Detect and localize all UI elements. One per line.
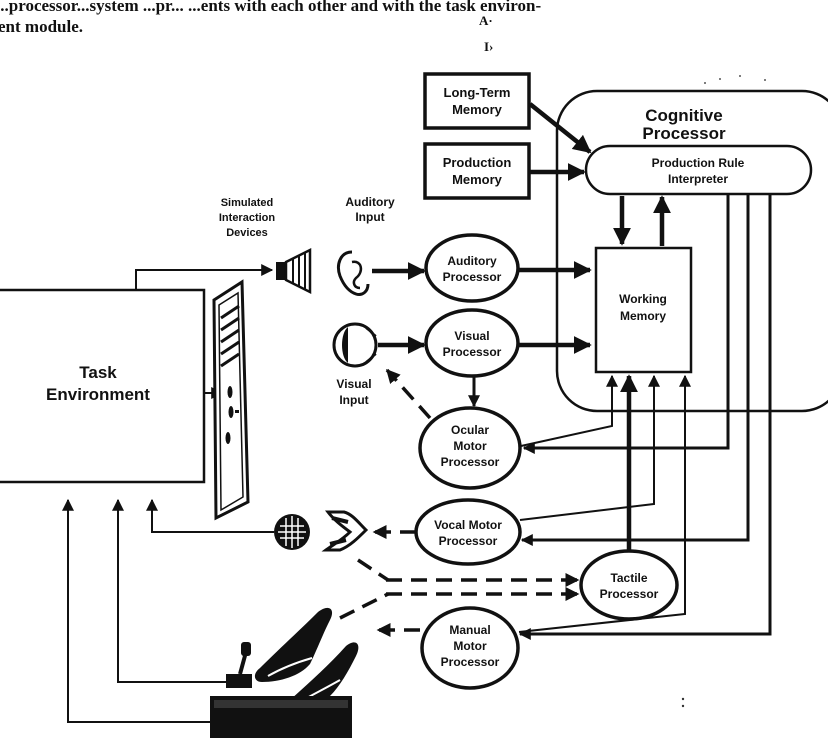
vocal-motor-processor — [414, 498, 522, 566]
ocular-label-3: Processor — [441, 455, 500, 469]
ltm-label-1: Long-Term — [444, 85, 511, 100]
hands-icon — [254, 607, 359, 711]
speaker-icon — [276, 247, 312, 295]
ocular-label-1: Ocular — [451, 423, 489, 437]
pm-label-1: Production — [443, 155, 512, 170]
microphone-icon — [274, 514, 310, 550]
keyboard-icon — [210, 696, 352, 738]
devices-label-2: Interaction — [219, 212, 276, 224]
caption-line-2: ent module. — [0, 17, 83, 36]
hands-feedback-line — [339, 592, 389, 620]
eye-icon — [332, 322, 378, 368]
task-label-1: Task — [79, 363, 117, 382]
devices-label-3: Devices — [226, 227, 268, 239]
task-environment-box — [0, 288, 206, 484]
auditory-input-label-1: Auditory — [345, 195, 395, 209]
ocular-to-wm-arrow — [520, 374, 618, 447]
task-label-2: Environment — [46, 385, 150, 404]
vocal-label-2: Processor — [439, 534, 498, 548]
ear-icon — [337, 250, 370, 296]
vocal-to-wm-arrow — [519, 374, 660, 521]
auditory-input-label-2: Input — [355, 210, 384, 224]
working-label-2: Memory — [620, 309, 666, 323]
ltm-label-2: Memory — [452, 102, 503, 117]
working-memory-box — [594, 246, 693, 374]
rule-label-2: Interpreter — [668, 172, 728, 186]
manual-label-1: Manual — [449, 623, 490, 637]
working-label-1: Working — [619, 292, 667, 306]
cognitive-title-2: Processor — [642, 124, 726, 143]
mouth-feedback-line — [357, 558, 389, 582]
manual-motor-processor — [420, 606, 520, 690]
ocular-label-2: Motor — [453, 439, 487, 453]
ltm-arrow — [528, 102, 592, 154]
rule-to-manual-arrow — [518, 194, 772, 640]
production-rule-interpreter — [584, 144, 813, 196]
manual-label-3: Processor — [441, 655, 500, 669]
scan-artifacts — [681, 75, 766, 708]
auditory-processor — [424, 233, 520, 303]
joystick-to-task-arrow — [112, 498, 226, 683]
tactile-processor — [579, 549, 679, 621]
rule-to-ocular-arrow — [522, 194, 730, 454]
display-screen-icon — [212, 279, 250, 521]
vocal-label-1: Vocal Motor — [434, 518, 502, 532]
pm-label-2: Memory — [452, 172, 503, 187]
caption-mark-2: I› — [484, 39, 493, 54]
manual-to-wm-arrow — [518, 374, 691, 633]
visual-input-label-2: Input — [339, 393, 368, 407]
visual-input-label-1: Visual — [336, 377, 371, 391]
long-term-memory-box — [423, 72, 531, 130]
visual-processor-label-1: Visual — [454, 329, 489, 343]
visual-processor — [424, 308, 520, 378]
auditory-processor-label-2: Processor — [443, 270, 502, 284]
manual-label-2: Motor — [453, 639, 487, 653]
mic-to-task-arrow — [146, 498, 274, 533]
mouth-icon — [321, 510, 369, 552]
ocular-motor-processor — [418, 406, 522, 490]
production-memory-box — [423, 142, 531, 200]
auditory-processor-label-1: Auditory — [447, 254, 497, 268]
tactile-label-2: Processor — [600, 587, 659, 601]
joystick-icon — [226, 642, 252, 688]
tactile-label-1: Tactile — [610, 571, 647, 585]
rule-label-1: Production Rule — [652, 156, 745, 170]
visual-processor-label-2: Processor — [443, 345, 502, 359]
devices-label-1: Simulated — [221, 197, 274, 209]
task-to-speaker-arrow — [135, 264, 274, 290]
caption-mark-1: A· — [479, 13, 493, 28]
ocular-to-eye-arrow — [385, 368, 432, 420]
caption-line-1: ...processor...system ...pr... ...ents w… — [0, 0, 541, 15]
rule-to-vocal-arrow — [520, 194, 750, 546]
keyboard-to-task-arrow — [62, 498, 210, 723]
cognitive-title-1: Cognitive — [645, 106, 722, 125]
